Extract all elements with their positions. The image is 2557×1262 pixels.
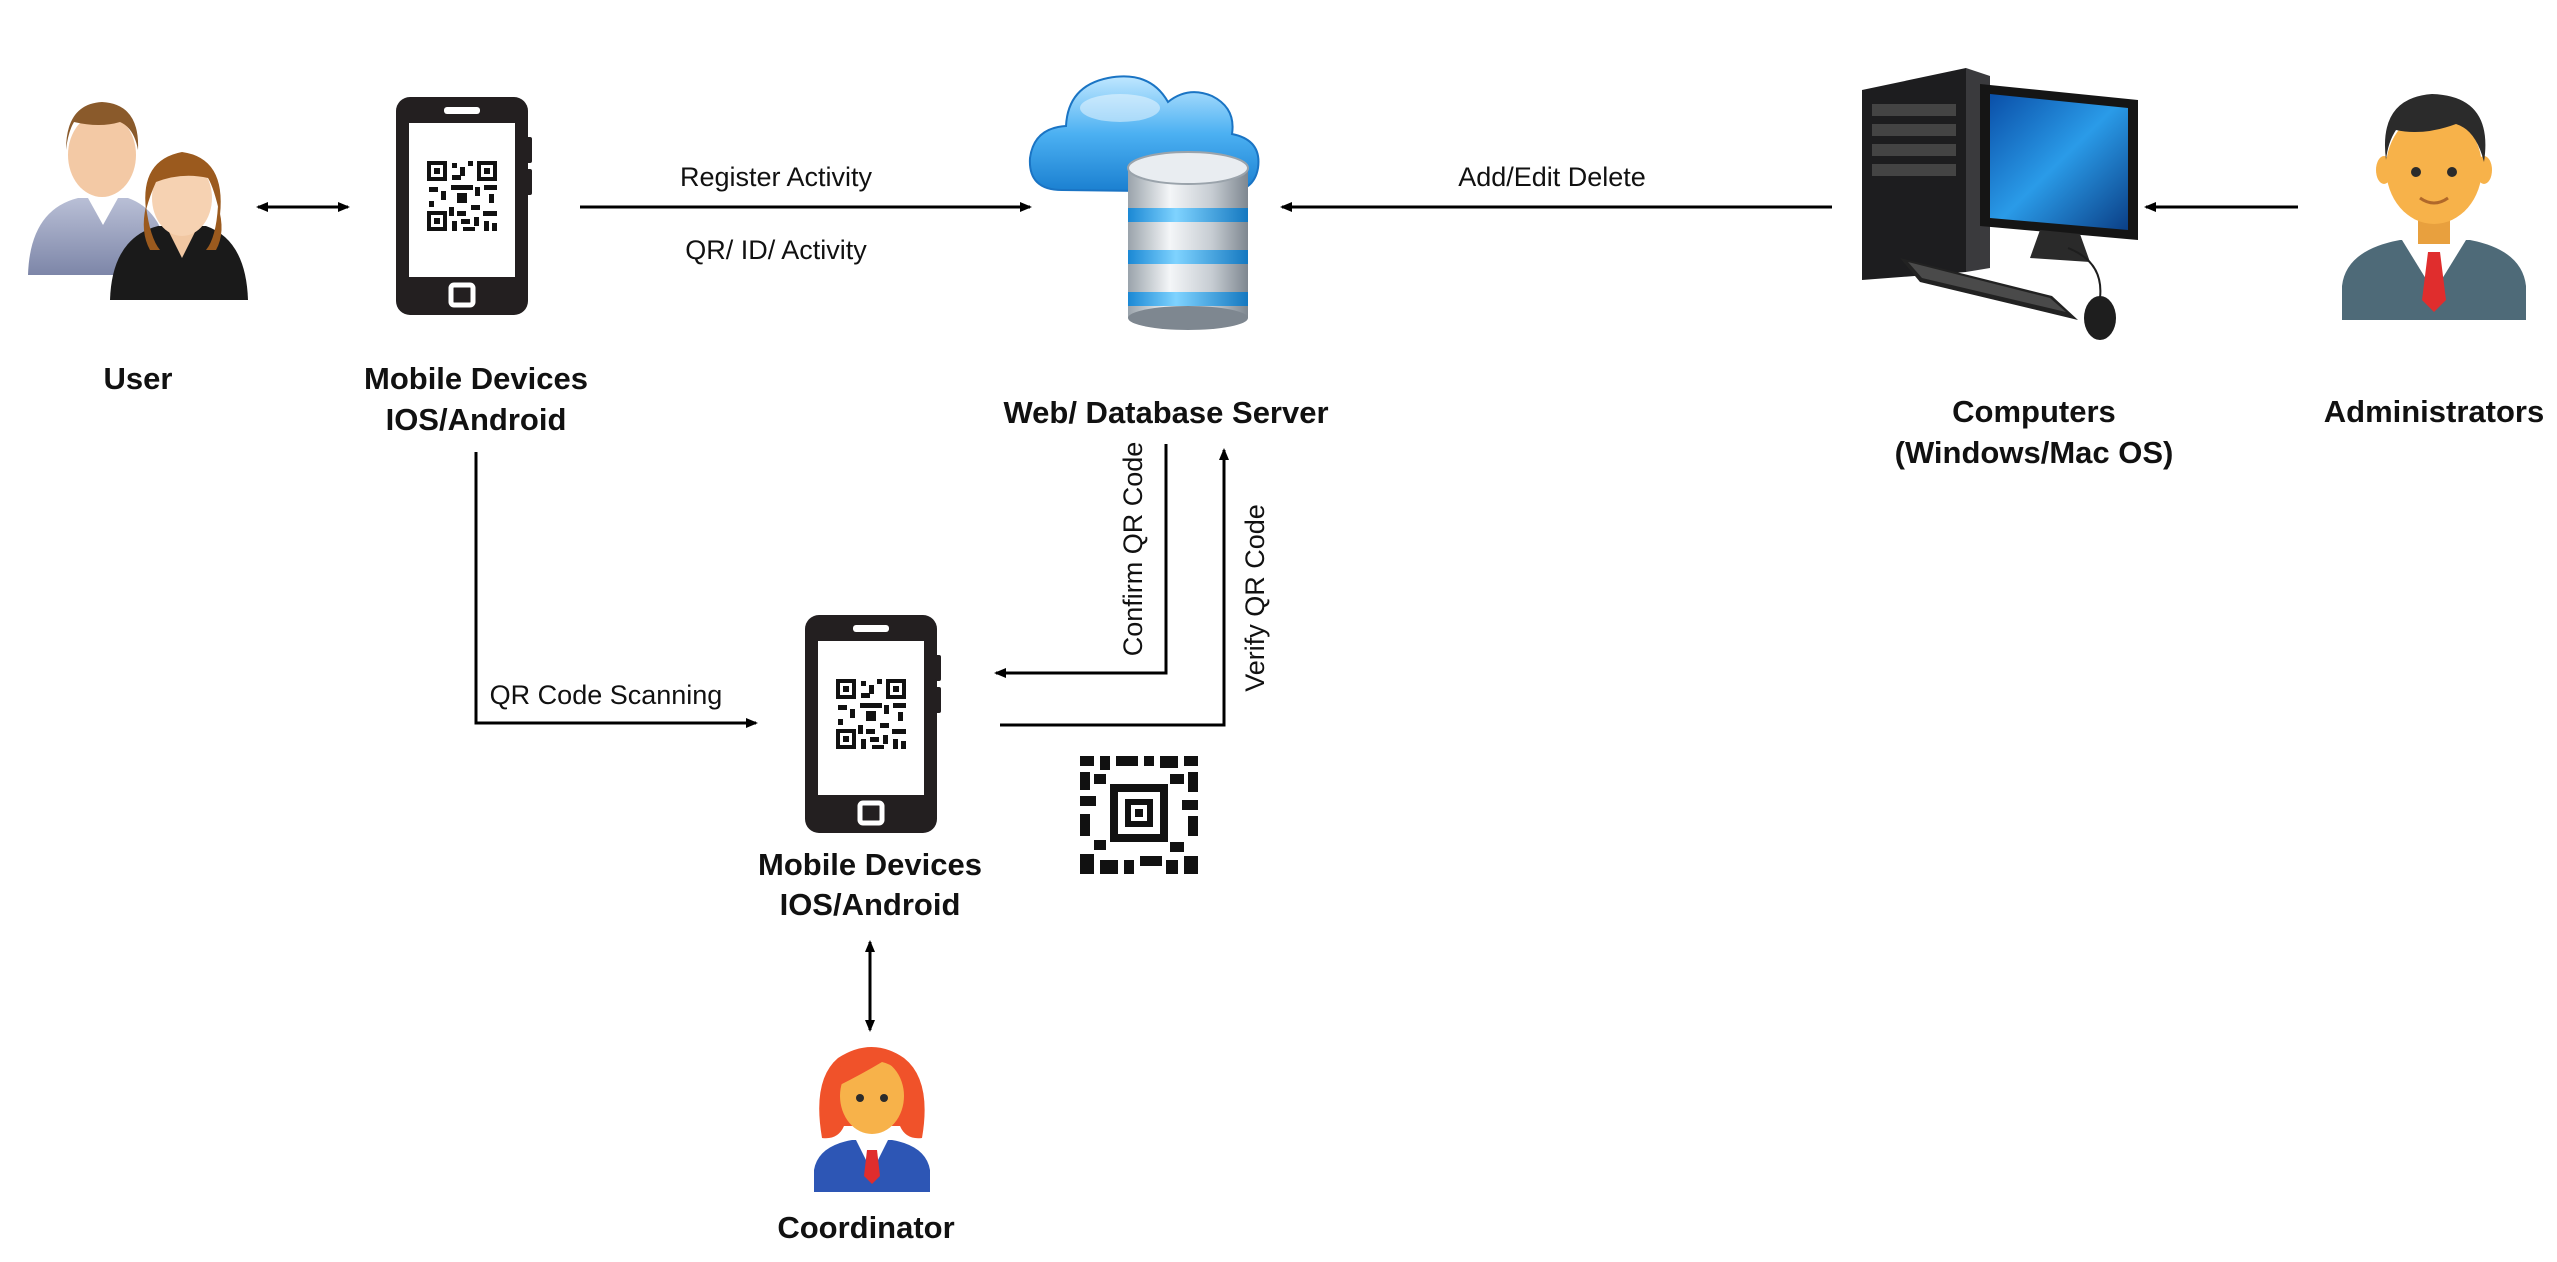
user-label: User (104, 361, 173, 396)
businesswoman-icon (814, 1047, 930, 1192)
computers-label-line1: Computers (1952, 394, 2116, 429)
register-activity-label: Register Activity (680, 162, 873, 192)
businessman-icon (2342, 94, 2526, 320)
users-icon (28, 102, 248, 300)
desktop-computer-icon (1862, 68, 2138, 340)
administrators-label: Administrators (2324, 394, 2544, 429)
cloud-database-icon (1028, 75, 1260, 330)
mobile-bottom-label-line2: IOS/Android (780, 887, 961, 922)
mobile-top-label-line1: Mobile Devices (364, 361, 588, 396)
computers-label-line2: (Windows/Mac OS) (1895, 435, 2174, 470)
coordinator-label: Coordinator (777, 1210, 954, 1245)
qr-code-icon (1080, 756, 1198, 874)
verify-qr-code-arrow (1000, 448, 1229, 727)
qr-id-activity-label: QR/ ID/ Activity (685, 235, 867, 265)
smartphone-qr-icon (805, 615, 941, 833)
server-label: Web/ Database Server (1003, 395, 1328, 430)
add-edit-delete-label: Add/Edit Delete (1458, 162, 1646, 192)
mobile-bottom-label-line1: Mobile Devices (758, 847, 982, 882)
mobile-top-label-line2: IOS/Android (386, 402, 567, 437)
qr-code-scanning-arrow (474, 452, 758, 728)
confirm-qr-code-arrow (994, 444, 1168, 678)
qr-code-scanning-label: QR Code Scanning (490, 680, 723, 710)
confirm-qr-code-label: Confirm QR Code (1118, 442, 1148, 657)
smartphone-qr-icon (396, 97, 532, 315)
verify-qr-code-label: Verify QR Code (1240, 504, 1270, 692)
